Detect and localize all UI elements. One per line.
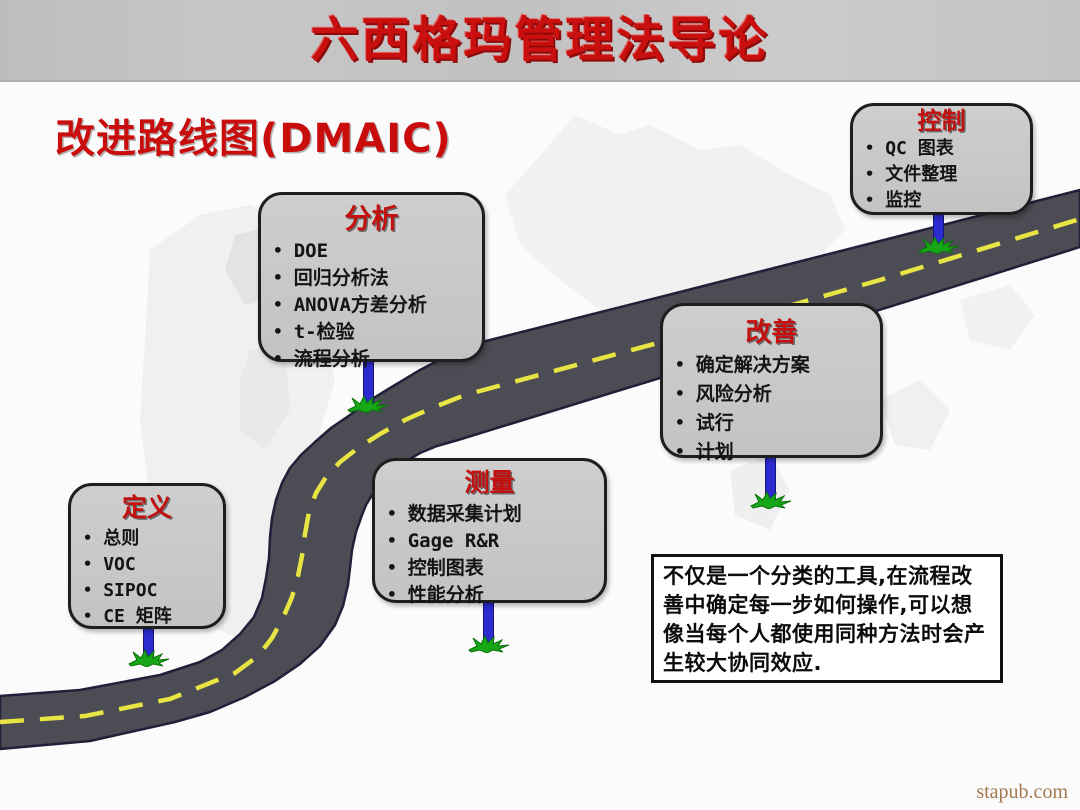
stage-item-list: DOE回归分析法ANOVA方差分析t-检验流程分析 <box>261 238 482 373</box>
bullet-item: 风险分析 <box>675 380 874 409</box>
bullet-item: CE 矩阵 <box>83 604 217 630</box>
stage-item-list: 确定解决方案风险分析试行计划 <box>663 351 880 467</box>
grass-marker-icon <box>347 395 389 413</box>
stage-item-list: 总则VOCSIPOCCE 矩阵 <box>71 526 223 630</box>
stage-box-improve: 改善 确定解决方案风险分析试行计划 <box>660 303 883 463</box>
bullet-item: 文件整理 <box>865 162 1024 188</box>
stage-title: 分析 <box>344 204 399 235</box>
stage-box-control: 控制 QC 图表文件整理监控 <box>850 103 1033 215</box>
page-title: 改进路线图(DMAIC) <box>55 116 452 162</box>
bullet-item: 流程分析 <box>273 346 476 373</box>
bullet-item: Gage R&R <box>387 528 598 555</box>
bullet-item: 监控 <box>865 188 1024 214</box>
bullet-item: t-检验 <box>273 319 476 346</box>
bullet-item: 回归分析法 <box>273 265 476 292</box>
bullet-item: QC 图表 <box>865 136 1024 162</box>
bullet-item: 计划 <box>675 438 874 467</box>
stage-item-list: QC 图表文件整理监控 <box>853 136 1030 214</box>
grass-marker-icon <box>918 236 960 254</box>
bullet-item: 确定解决方案 <box>675 351 874 380</box>
title-banner: 六西格玛管理法导论 <box>0 0 1080 82</box>
bullet-item: 数据采集计划 <box>387 501 598 528</box>
bullet-item: 试行 <box>675 409 874 438</box>
stage-title: 测量 <box>464 468 515 497</box>
note-box: 不仅是一个分类的工具,在流程改善中确定每一步如何操作,可以想像当每个人都使用同种… <box>651 554 1003 683</box>
bullet-item: VOC <box>83 552 217 578</box>
bullet-item: 总则 <box>83 526 217 552</box>
stage-title: 定义 <box>121 493 172 522</box>
bullet-item: 控制图表 <box>387 555 598 582</box>
stage-box-analyze: 分析 DOE回归分析法ANOVA方差分析t-检验流程分析 <box>258 192 485 370</box>
road-centerline <box>0 216 1080 725</box>
stage-title: 改善 <box>745 318 798 348</box>
bullet-item: DOE <box>273 238 476 265</box>
stage-title: 控制 <box>917 107 966 135</box>
grass-marker-icon <box>750 491 792 509</box>
bullet-item: ANOVA方差分析 <box>273 292 476 319</box>
grass-marker-icon <box>128 649 170 667</box>
bullet-item: SIPOC <box>83 578 217 604</box>
grass-marker-icon <box>468 635 510 653</box>
stage-box-define: 定义 总则VOCSIPOCCE 矩阵 <box>68 483 226 629</box>
stage-box-measure: 测量 数据采集计划Gage R&R控制图表性能分析 <box>372 458 607 606</box>
bullet-item: 性能分析 <box>387 582 598 609</box>
slide-title: 六西格玛管理法导论 <box>310 12 770 68</box>
stage-item-list: 数据采集计划Gage R&R控制图表性能分析 <box>375 501 604 609</box>
watermark: stapub.com <box>976 781 1068 803</box>
